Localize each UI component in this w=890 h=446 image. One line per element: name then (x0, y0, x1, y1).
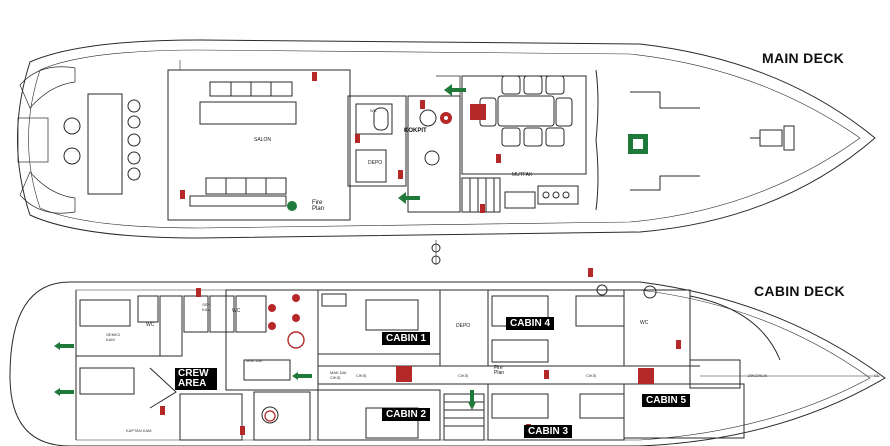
fire-alarm-icon (396, 366, 412, 382)
cabin-deck-hull (9, 281, 886, 446)
wc-crew-label: WC (146, 322, 155, 328)
fire-plan-cabin-line2: Plan (494, 370, 505, 376)
gemici-line2: KAM (106, 337, 115, 342)
makdai-cikis-label: MAK.DAI CIKIŞ (330, 370, 346, 380)
cabin-3-label: CABIN 3 (524, 425, 573, 438)
wc-right-label: WC (640, 320, 649, 326)
makdai2-line1: MAK.DAI (330, 370, 347, 375)
extinguisher-icon (287, 331, 305, 349)
depo-cabin-label: DEPO (456, 323, 471, 329)
centerline-label: CL (874, 373, 880, 378)
exit-arrow-icon (54, 388, 74, 396)
makdai-label: MAK.DAI (246, 358, 263, 363)
cabin-4-label: CABIN 4 (506, 317, 555, 330)
mutfak-label: MUTFAK (512, 172, 533, 178)
main-deck-title: MAIN DECK (762, 50, 845, 66)
crew-label-line1: CREW (178, 368, 209, 379)
main-deck-hull (17, 39, 876, 239)
wc-main-label: WC (370, 108, 377, 113)
kaptan-kam-label: KAPTAN KAM (126, 428, 152, 433)
cikis-2-label: CIKIŞ (458, 373, 469, 378)
gemici-kam-label: GEMICI KAM (106, 332, 120, 342)
makdai2-line2: CIKIŞ (330, 375, 341, 380)
cabin-2-label: CABIN 2 (382, 408, 431, 421)
fire-plan-main: Fire Plan (312, 200, 324, 212)
wc-gen-label: WC (232, 308, 241, 314)
fire-plan-cabin: Fire Plan (494, 366, 504, 376)
exit-arrow-icon (444, 84, 466, 96)
fire-alarm-icon (470, 104, 486, 120)
gen-line2: KAM (202, 307, 211, 312)
fire-plan-cabin-line1: Fire (494, 365, 503, 371)
zincirlik-label: ZİNCİRLİK (748, 373, 768, 378)
gemici-line1: GEMICI (106, 332, 121, 337)
gen-kam-label: GEN KAM (202, 302, 211, 312)
exit-arrow-icon (292, 372, 312, 380)
cabin-5-label: CABIN 5 (642, 394, 691, 407)
crew-label-line2: AREA (178, 378, 207, 389)
salon-label: SALON (254, 137, 271, 143)
hose-icon (264, 410, 276, 422)
cabin-deck-title: CABIN DECK (754, 283, 845, 299)
gen-line1: GEN (202, 302, 211, 307)
fire-plan-main-line2: Plan (312, 206, 325, 212)
cikis-3-label: CIKIŞ (586, 373, 597, 378)
exit-arrow-icon (468, 390, 476, 410)
muster-point-icon (287, 201, 297, 211)
exit-arrow-icon (398, 192, 420, 204)
cabin-1-label: CABIN 1 (382, 332, 431, 345)
fire-plan-main-line1: Fire (312, 200, 323, 206)
crew-area-label: CREW AREA (175, 368, 217, 390)
fire-alarm-icon (638, 368, 654, 384)
exit-arrow-icon (54, 342, 74, 350)
main-deck-hull-inner (28, 49, 861, 229)
depo-main-label: DEPO (368, 160, 383, 166)
cikis-1-label: CIKIŞ (356, 373, 367, 378)
kokpit-label: KOKPIT (404, 128, 427, 134)
